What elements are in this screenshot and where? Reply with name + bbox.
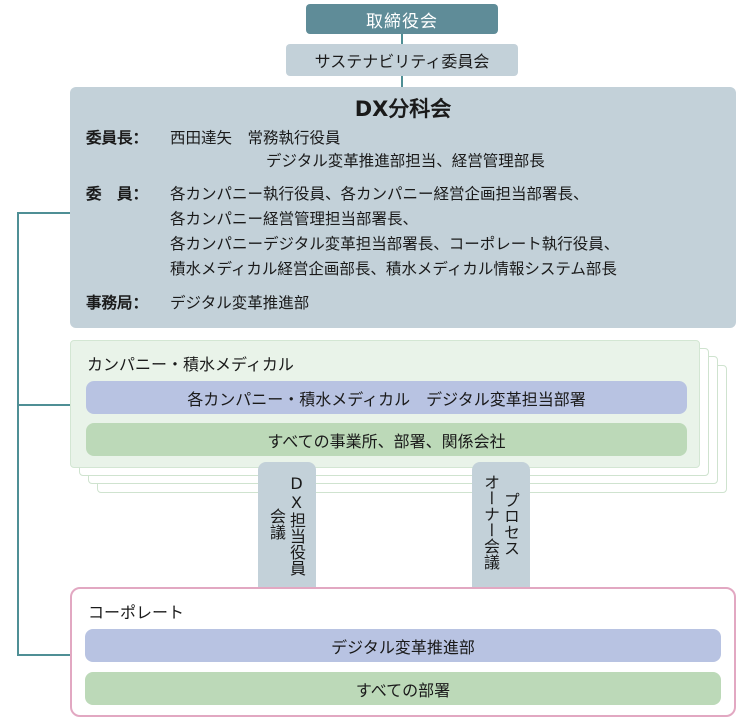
dx-committee-box: DX分科会 委員長： 西田達矢 常務執行役員 デジタル変革推進部担当、経営管理部…	[70, 87, 736, 328]
company-dx-department-bar: 各カンパニー・積水メディカル デジタル変革担当部署	[86, 381, 687, 414]
connector-left-to-company	[17, 404, 70, 406]
members-line-4: 積水メディカル経営企画部長、積水メディカル情報システム部長	[170, 260, 617, 278]
process-owner-meeting-line-2: オーナー会議	[481, 474, 500, 570]
board-label: 取締役会	[366, 11, 438, 32]
connector-sustainability-dx	[401, 76, 403, 87]
corporate-panel-label: コーポレート	[88, 603, 185, 622]
connector-left-vertical	[17, 212, 19, 656]
members-line-1: 各カンパニー執行役員、各カンパニー経営企画担当部署長、	[170, 185, 589, 203]
corporate-all-departments-bar: すべての部署	[85, 672, 721, 705]
company-dx-department-label: 各カンパニー・積水メディカル デジタル変革担当部署	[187, 389, 586, 409]
company-panel: カンパニー・積水メディカル 各カンパニー・積水メディカル デジタル変革担当部署 …	[70, 340, 700, 468]
secretariat-value: デジタル変革推進部	[170, 294, 310, 312]
connector-board-sustainability	[401, 34, 403, 44]
process-owner-meeting-line-1: プロセス	[501, 492, 520, 556]
sustainability-label: サステナビリティ委員会	[314, 52, 490, 71]
chair-line-1: 西田達矢 常務執行役員	[170, 129, 341, 147]
members-line-3: 各カンパニーデジタル変革担当部署長、コーポレート執行役員、	[170, 235, 620, 253]
corporate-dx-department-bar: デジタル変革推進部	[85, 629, 721, 662]
connector-left-to-dx	[17, 212, 70, 214]
company-all-sites-bar: すべての事業所、部署、関係会社	[86, 423, 687, 456]
company-panel-label: カンパニー・積水メディカル	[87, 355, 294, 374]
connector-left-to-corporate	[17, 654, 70, 656]
members-key: 委 員：	[86, 185, 149, 203]
members-line-2: 各カンパニー経営管理担当部署長、	[170, 210, 419, 228]
dx-committee-title: DX分科会	[354, 97, 452, 121]
chair-key: 委員長：	[86, 129, 149, 147]
chair-line-2: デジタル変革推進部担当、経営管理部長	[266, 152, 545, 170]
company-all-sites-label: すべての事業所、部署、関係会社	[267, 431, 506, 451]
corporate-panel: コーポレート デジタル変革推進部 すべての部署	[70, 587, 736, 717]
dx-officer-meeting-line-2: 会議	[267, 508, 286, 540]
dx-officer-meeting-line-1: DX担当役員	[287, 474, 306, 576]
corporate-all-departments-label: すべての部署	[355, 680, 451, 700]
secretariat-key: 事務局：	[86, 294, 149, 312]
corporate-dx-department-label: デジタル変革推進部	[331, 637, 475, 657]
sustainability-committee-box: サステナビリティ委員会	[286, 44, 518, 76]
board-of-directors-box: 取締役会	[306, 4, 498, 34]
